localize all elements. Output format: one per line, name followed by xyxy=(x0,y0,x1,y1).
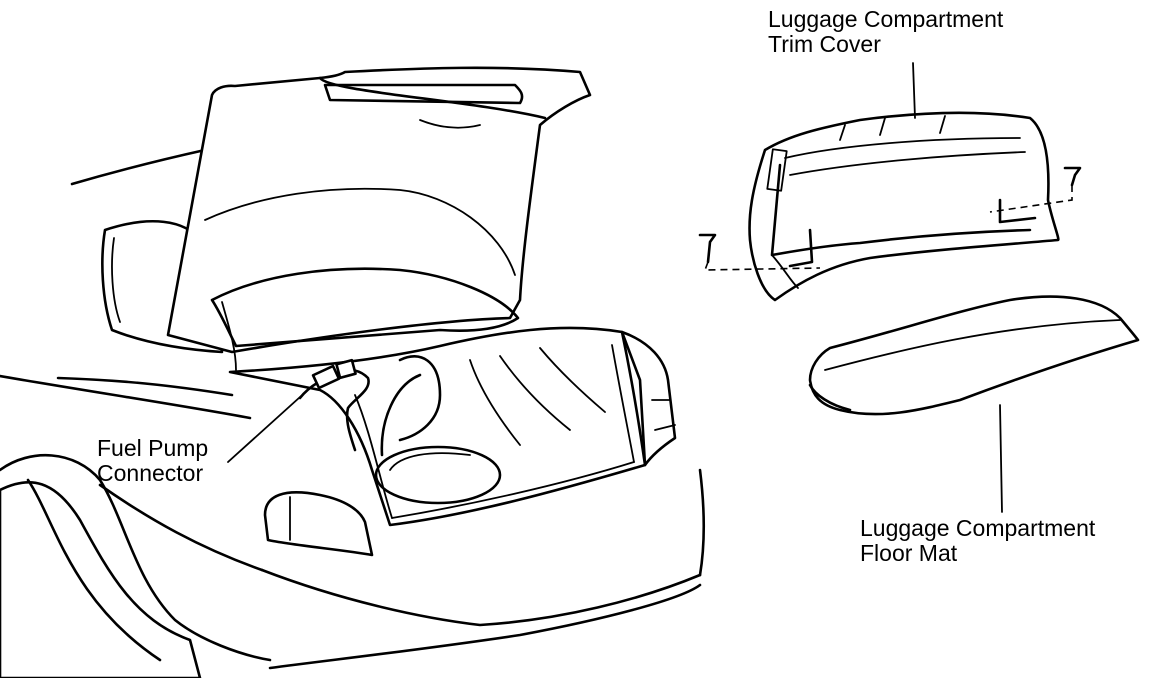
clip-dash-left xyxy=(703,261,821,271)
lid-seal xyxy=(210,267,520,348)
left-tail-light xyxy=(263,491,374,557)
floor-mat-body xyxy=(808,295,1140,416)
rear-wheel xyxy=(0,480,202,678)
clip-dash-right xyxy=(989,185,1073,213)
trim-cover-body xyxy=(748,111,1060,302)
trim-cover-line1: Luggage Compartment xyxy=(768,6,1004,32)
trim-cover-line2: Trim Cover xyxy=(768,31,881,57)
floor-mat-line1: Luggage Compartment xyxy=(860,515,1096,541)
clip-right xyxy=(1063,166,1082,187)
fuel-pump-connector-label: Fuel Pump Connector xyxy=(97,436,208,486)
fuel-pump-connector-line1: Fuel Pump xyxy=(97,435,209,461)
trunk-opening xyxy=(228,326,647,527)
body-side-line xyxy=(0,374,252,420)
trim-cover xyxy=(698,111,1082,302)
spare-tire xyxy=(374,445,502,505)
wheel-arch xyxy=(0,453,272,662)
lid-panel xyxy=(323,83,524,105)
car-rear xyxy=(0,66,706,678)
leader-trim-cover xyxy=(912,62,916,119)
floor-mat-label: Luggage Compartment Floor Mat xyxy=(860,516,1095,566)
fuel-pump-connector-part xyxy=(311,364,341,390)
trim-cover-label: Luggage Compartment Trim Cover xyxy=(768,7,1003,57)
floor-mat xyxy=(808,295,1140,416)
right-tail-light xyxy=(620,330,677,467)
bumper-lower xyxy=(260,568,702,627)
leader-fuel-pump xyxy=(227,387,311,463)
fuel-pump-connector-line2: Connector xyxy=(97,460,204,486)
clip-left xyxy=(698,233,717,264)
leader-floor-mat xyxy=(999,404,1003,513)
roof-line xyxy=(70,148,207,186)
trunk-lid xyxy=(166,66,592,354)
rear-window xyxy=(101,220,224,354)
floor-mat-line2: Floor Mat xyxy=(860,540,958,566)
